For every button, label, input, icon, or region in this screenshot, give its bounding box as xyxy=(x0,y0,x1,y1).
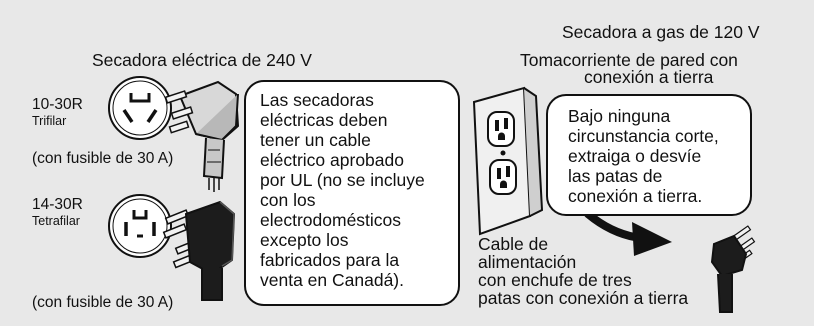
gas-dryer-title: Secadora a gas de 120 V xyxy=(562,22,760,42)
gas-dryer-subtitle-1: Tomacorriente de pared con xyxy=(520,50,738,70)
grounded-plug-icon xyxy=(710,225,756,313)
warning-line: las patas de xyxy=(568,166,663,186)
outlet-14-30r-icon xyxy=(108,194,172,258)
note-line: tener un cable xyxy=(260,130,371,150)
electric-dryer-title: Secadora eléctrica de 240 V xyxy=(92,50,312,70)
note-line: venta en Canadá). xyxy=(260,270,404,290)
note-line: electrodomésticos xyxy=(260,210,402,230)
wall-receptacle-icon xyxy=(472,86,544,236)
cord-label-line: Cable de xyxy=(478,234,549,254)
outlet-10-30r-fuse: (con fusible de 30 A) xyxy=(32,150,174,167)
electric-dryer-note: Las secadoras eléctricas deben tener un … xyxy=(244,80,460,306)
note-line: excepto los xyxy=(260,230,349,250)
note-line: con los xyxy=(260,190,316,210)
warning-line: conexión a tierra. xyxy=(568,186,703,206)
note-line: por UL (no se incluye xyxy=(260,170,425,190)
cord-label-line: patas con conexión a tierra xyxy=(478,288,689,308)
cord-label-line: alimentación xyxy=(478,252,577,272)
outlet-10-30r-icon xyxy=(108,76,172,140)
outlet-14-30r-type: Tetrafilar xyxy=(32,214,80,228)
note-line: eléctricas deben xyxy=(260,110,388,130)
warning-line: Bajo ninguna xyxy=(568,106,671,126)
cord-label-line: con enchufe de tres xyxy=(478,270,632,290)
note-line: Las secadoras xyxy=(260,90,374,110)
outlet-10-30r-code: 10-30R xyxy=(32,96,83,113)
plug-4-prong-icon xyxy=(162,200,236,301)
outlet-14-30r-code: 14-30R xyxy=(32,196,83,213)
note-line: fabricados para la xyxy=(260,250,400,270)
note-line: eléctrico aprobado xyxy=(260,150,404,170)
outlet-10-30r-type: Trifilar xyxy=(32,114,67,128)
warning-line: extraiga o desvíe xyxy=(568,146,702,166)
outlet-14-30r-fuse: (con fusible de 30 A) xyxy=(32,294,174,311)
grounding-warning: Bajo ninguna circunstancia corte, extrai… xyxy=(546,94,752,216)
warning-line: circunstancia corte, xyxy=(568,126,719,146)
plug-3-prong-icon xyxy=(164,80,240,192)
gas-dryer-subtitle-2: conexión a tierra xyxy=(584,67,714,87)
arrow-icon xyxy=(584,210,672,256)
